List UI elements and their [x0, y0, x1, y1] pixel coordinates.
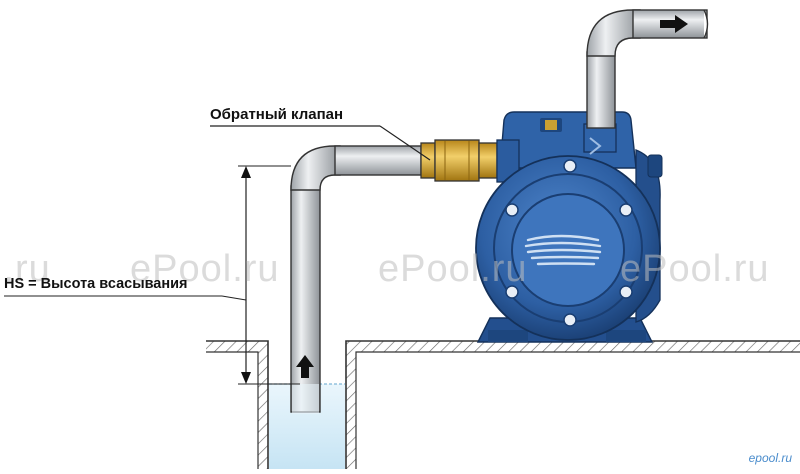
- watermark: ePool.ru: [130, 248, 280, 290]
- flow-up-arrow-icon: [296, 355, 314, 378]
- ground: [206, 340, 800, 469]
- dimension-arrow-top-icon: [241, 166, 251, 178]
- watermark: l.ru: [0, 248, 51, 290]
- corner-logo: epool.ru: [748, 451, 792, 465]
- leader-lines: [210, 125, 431, 161]
- pump-fan-vents: [524, 234, 602, 266]
- well-left-wall: [206, 340, 269, 469]
- flow-right-arrow-icon: [660, 15, 688, 33]
- check-valve-label: Обратный клапан: [210, 106, 344, 123]
- suction-pipe: [290, 145, 422, 414]
- suction-height-dimension: [4, 165, 300, 385]
- pump-bolts: [505, 159, 633, 327]
- watermark: ePool.ru: [378, 248, 528, 290]
- discharge-pipe: [586, 9, 709, 129]
- dimension-arrow-bottom-icon: [241, 372, 251, 384]
- watermark: ePool.ru: [620, 248, 770, 290]
- pump: [475, 111, 663, 343]
- suction-height-label: HS = Высота всасывания: [4, 276, 188, 292]
- check-valve: [420, 139, 498, 182]
